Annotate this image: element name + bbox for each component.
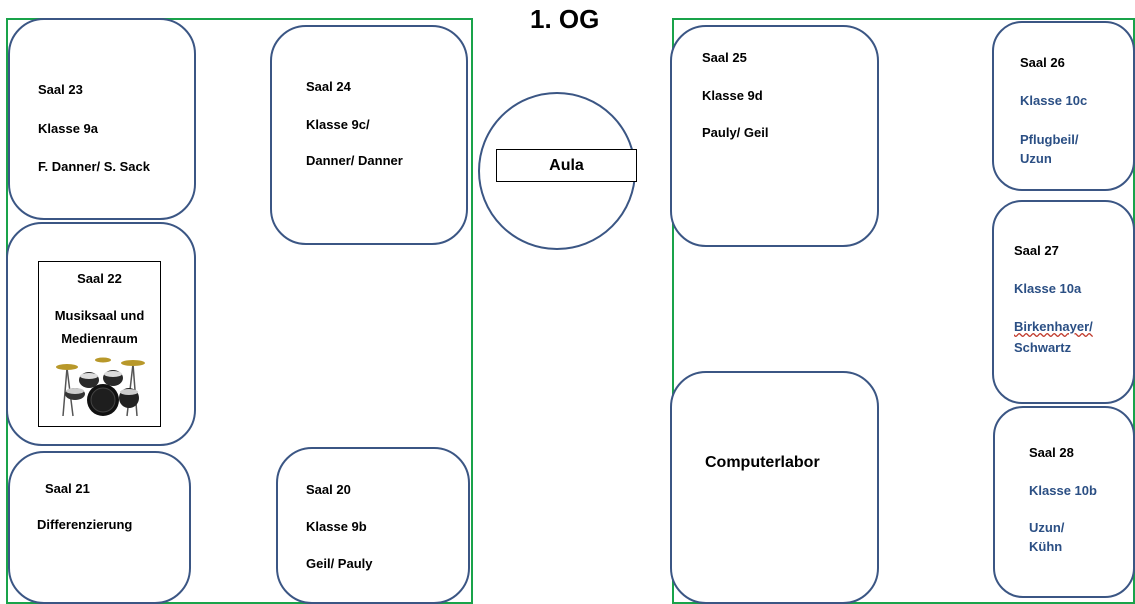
room-name: Saal 22 bbox=[77, 271, 122, 286]
room-saal-28: Saal 28 Klasse 10b Uzun/ Kühn bbox=[993, 406, 1135, 598]
room-class: Klasse 9d bbox=[702, 88, 763, 103]
floor-title: 1. OG bbox=[530, 4, 600, 34]
drum-kit-icon bbox=[56, 357, 145, 417]
room-teachers: Danner/ Danner bbox=[306, 153, 403, 168]
room-name: Saal 27 bbox=[1014, 243, 1059, 258]
room-class: Klasse 9c/ bbox=[306, 117, 370, 132]
room-class: Klasse 9b bbox=[306, 519, 367, 534]
room-class: Klasse 10a bbox=[1014, 281, 1082, 296]
room-name: Saal 25 bbox=[702, 50, 747, 65]
room-saal-25: Saal 25 Klasse 9d Pauly/ Geil bbox=[670, 25, 879, 247]
room-desc: Differenzierung bbox=[37, 517, 133, 532]
room-name: Computerlabor bbox=[705, 454, 820, 471]
room-teachers-line1: Birkenhayer/ bbox=[1014, 319, 1093, 334]
room-teachers-line2: Schwartz bbox=[1014, 340, 1072, 355]
room-teachers: Pauly/ Geil bbox=[702, 125, 769, 140]
room-class: Klasse 9a bbox=[38, 121, 98, 136]
music-room-card: Saal 22 Musiksaal und Medienraum bbox=[38, 261, 161, 427]
room-saal-26: Saal 26 Klasse 10c Pflugbeil/ Uzun bbox=[992, 21, 1135, 191]
aula-label: Aula bbox=[496, 149, 637, 182]
room-computerlabor: Computerlabor bbox=[670, 371, 879, 604]
room-saal-21: Saal 21 Differenzierung bbox=[8, 451, 191, 604]
room-name: Saal 21 bbox=[45, 481, 90, 496]
room-name: Saal 28 bbox=[1029, 445, 1074, 460]
room-teachers: Geil/ Pauly bbox=[306, 556, 373, 571]
room-class: Klasse 10b bbox=[1029, 483, 1097, 498]
room-teachers-line1: Pflugbeil/ bbox=[1020, 132, 1079, 147]
room-teachers-line2: Uzun bbox=[1020, 151, 1052, 166]
room-teachers-line1: Uzun/ bbox=[1029, 520, 1065, 535]
room-saal-27: Saal 27 Klasse 10a Birkenhayer/ Schwartz bbox=[992, 200, 1135, 404]
room-teachers-line2: Kühn bbox=[1029, 539, 1063, 554]
room-name: Saal 24 bbox=[306, 79, 351, 94]
room-name: Saal 23 bbox=[38, 82, 83, 97]
room-saal-23: Saal 23 Klasse 9a F. Danner/ S. Sack bbox=[8, 18, 196, 220]
room-saal-20: Saal 20 Klasse 9b Geil/ Pauly bbox=[276, 447, 470, 604]
room-saal-24: Saal 24 Klasse 9c/ Danner/ Danner bbox=[270, 25, 468, 245]
room-name: Saal 26 bbox=[1020, 55, 1065, 70]
room-teachers: F. Danner/ S. Sack bbox=[38, 159, 150, 174]
room-name: Saal 20 bbox=[306, 482, 351, 497]
room-desc-line2: Medienraum bbox=[61, 331, 138, 346]
room-class: Klasse 10c bbox=[1020, 93, 1088, 108]
room-desc-line1: Musiksaal und bbox=[54, 308, 145, 323]
